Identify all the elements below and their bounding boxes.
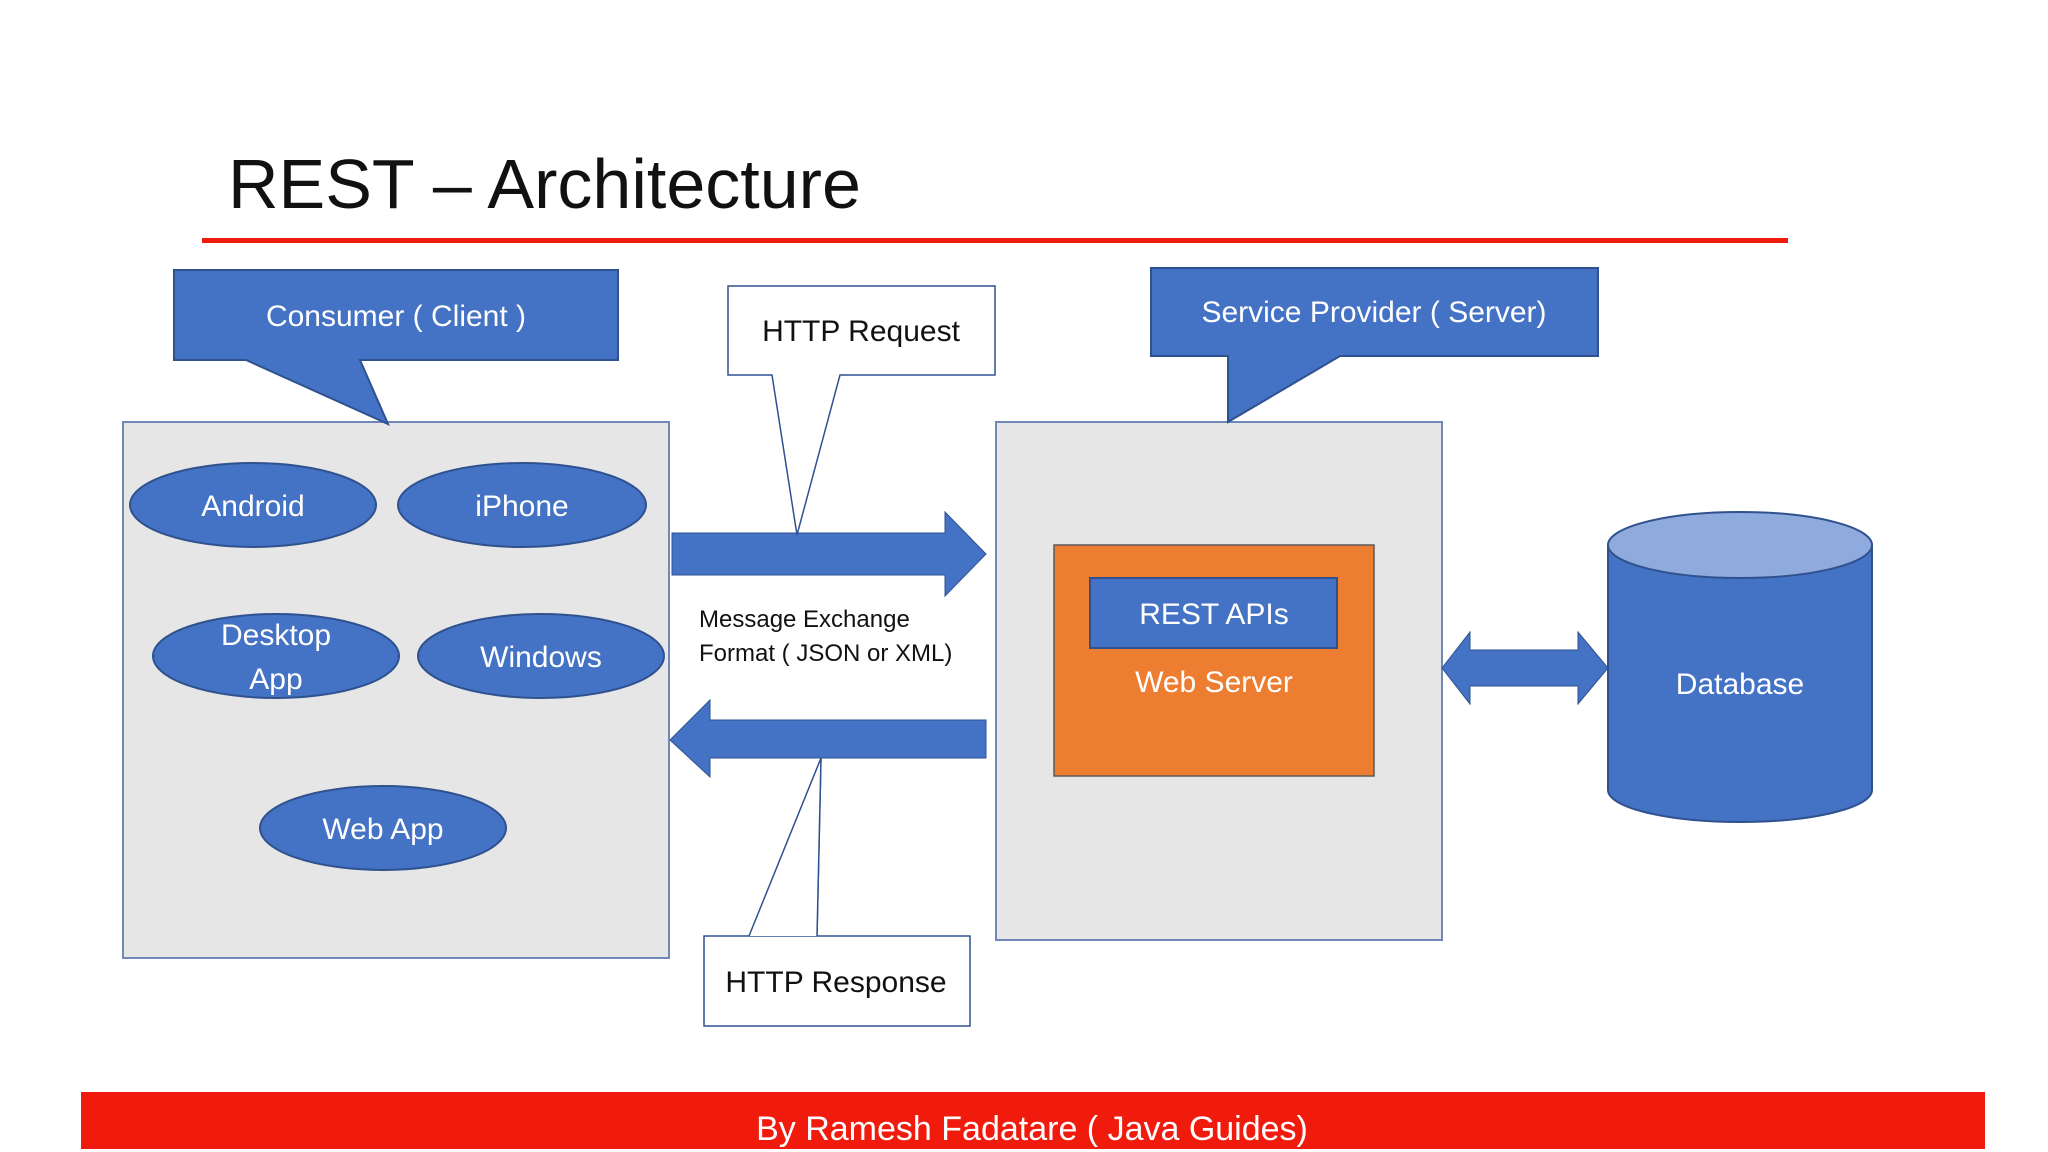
android-label: Android bbox=[201, 490, 304, 523]
iphone-label: iPhone bbox=[475, 490, 568, 523]
rest-apis-label: REST APIs bbox=[1139, 598, 1289, 631]
http-request-label: HTTP Request bbox=[762, 315, 961, 348]
message-line2: Format ( JSON or XML) bbox=[699, 640, 952, 667]
response-arrow bbox=[669, 698, 987, 779]
title-underline bbox=[202, 238, 1788, 243]
client-web-app: Web App bbox=[259, 785, 507, 871]
desktop-label-line2: App bbox=[249, 663, 302, 696]
footer-credit: By Ramesh Fadatare ( Java Guides) bbox=[756, 1110, 1308, 1148]
server-database-arrow bbox=[1441, 630, 1609, 706]
message-line1: Message Exchange bbox=[699, 606, 910, 633]
footer-bar bbox=[81, 1092, 1985, 1149]
rest-apis-box bbox=[1089, 577, 1338, 649]
client-iphone: iPhone bbox=[397, 462, 647, 548]
web-server-box: REST APIs Web Server bbox=[1053, 544, 1375, 777]
database-cylinder: Database bbox=[1607, 511, 1873, 823]
consumer-label: Consumer ( Client ) bbox=[266, 300, 526, 333]
http-request-callout: HTTP Request bbox=[727, 285, 996, 536]
service-provider-label: Service Provider ( Server) bbox=[1201, 296, 1546, 329]
web-server-label: Web Server bbox=[1135, 666, 1293, 699]
request-arrow bbox=[671, 510, 987, 598]
client-android: Android bbox=[129, 462, 377, 548]
client-desktop-app: Desktop App bbox=[152, 613, 400, 699]
service-provider-callout: Service Provider ( Server) bbox=[1150, 267, 1599, 424]
http-response-callout: HTTP Response bbox=[703, 757, 971, 1027]
windows-label: Windows bbox=[480, 641, 602, 674]
consumer-callout: Consumer ( Client ) bbox=[173, 269, 619, 426]
client-windows: Windows bbox=[417, 613, 665, 699]
page-title: REST – Architecture bbox=[228, 145, 861, 223]
webapp-label: Web App bbox=[322, 813, 443, 846]
desktop-label-line1: Desktop bbox=[221, 619, 331, 652]
database-label: Database bbox=[1676, 668, 1804, 701]
http-response-label: HTTP Response bbox=[725, 966, 946, 999]
